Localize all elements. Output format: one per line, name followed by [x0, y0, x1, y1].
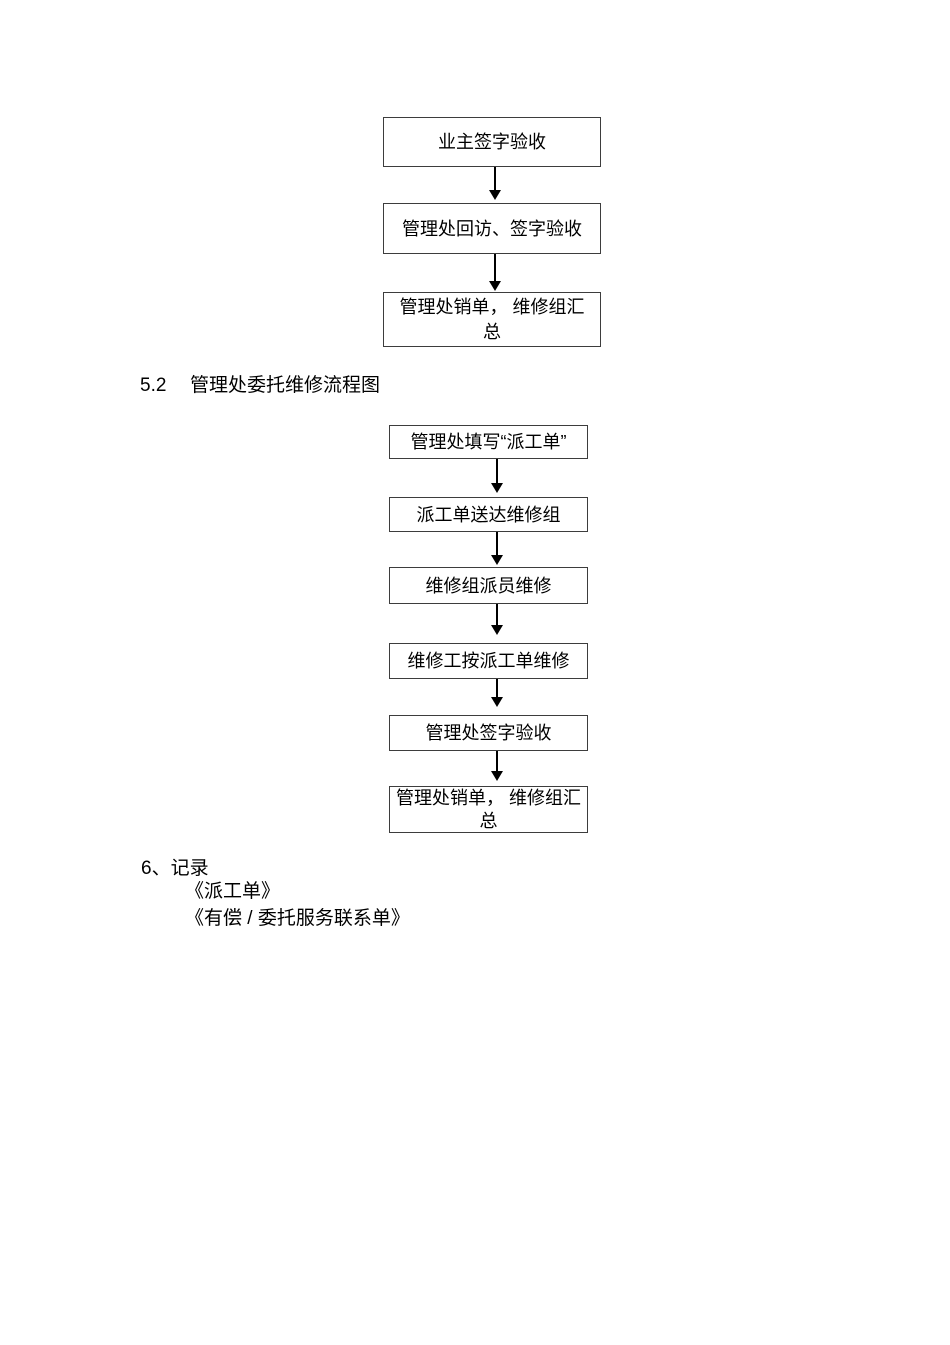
flow-step-label-line: 管理处销单， 维修组汇	[396, 787, 581, 808]
section-number: 6、	[141, 858, 171, 879]
flow-step-label-line: 总	[483, 321, 501, 342]
records-list: 《派工单》 《有偿 / 委托服务联系单》	[185, 878, 410, 932]
record-item: 《有偿 / 委托服务联系单》	[185, 908, 410, 929]
section-title: 记录	[170, 858, 209, 879]
record-item: 《派工单》	[185, 881, 281, 902]
flow-step-label-line: 管理处销单， 维修组汇	[399, 296, 585, 317]
step-repair-team-dispatches-worker: 维修组派员维修	[389, 567, 588, 604]
step-office-close-order-summary: 管理处销单， 维修组汇 总	[383, 292, 601, 347]
section-5-2-heading: 5.2 管理处委托维修流程图	[140, 374, 380, 397]
step-office-fill-work-order: 管理处填写“派工单”	[389, 425, 588, 459]
step-office-return-visit-acceptance: 管理处回访、签字验收	[383, 203, 601, 254]
down-arrow-icon	[491, 604, 503, 635]
section-6-heading: 6、记录	[141, 857, 209, 880]
down-arrow-icon	[489, 254, 501, 291]
step-office-signature-acceptance: 管理处签字验收	[389, 715, 588, 751]
step-work-order-delivered-to-repair-team: 派工单送达维修组	[389, 497, 588, 532]
section-number: 5.2	[140, 375, 167, 396]
step-office-close-order-summary: 管理处销单， 维修组汇 总	[389, 786, 588, 833]
down-arrow-icon	[491, 459, 503, 493]
down-arrow-icon	[489, 167, 501, 200]
step-worker-repairs-per-work-order: 维修工按派工单维修	[389, 643, 588, 679]
down-arrow-icon	[491, 532, 503, 565]
step-owner-signature-acceptance: 业主签字验收	[383, 117, 601, 167]
down-arrow-icon	[491, 751, 503, 781]
down-arrow-icon	[491, 679, 503, 707]
section-title: 管理处委托维修流程图	[190, 375, 381, 396]
flow-step-label-line: 总	[479, 810, 498, 831]
